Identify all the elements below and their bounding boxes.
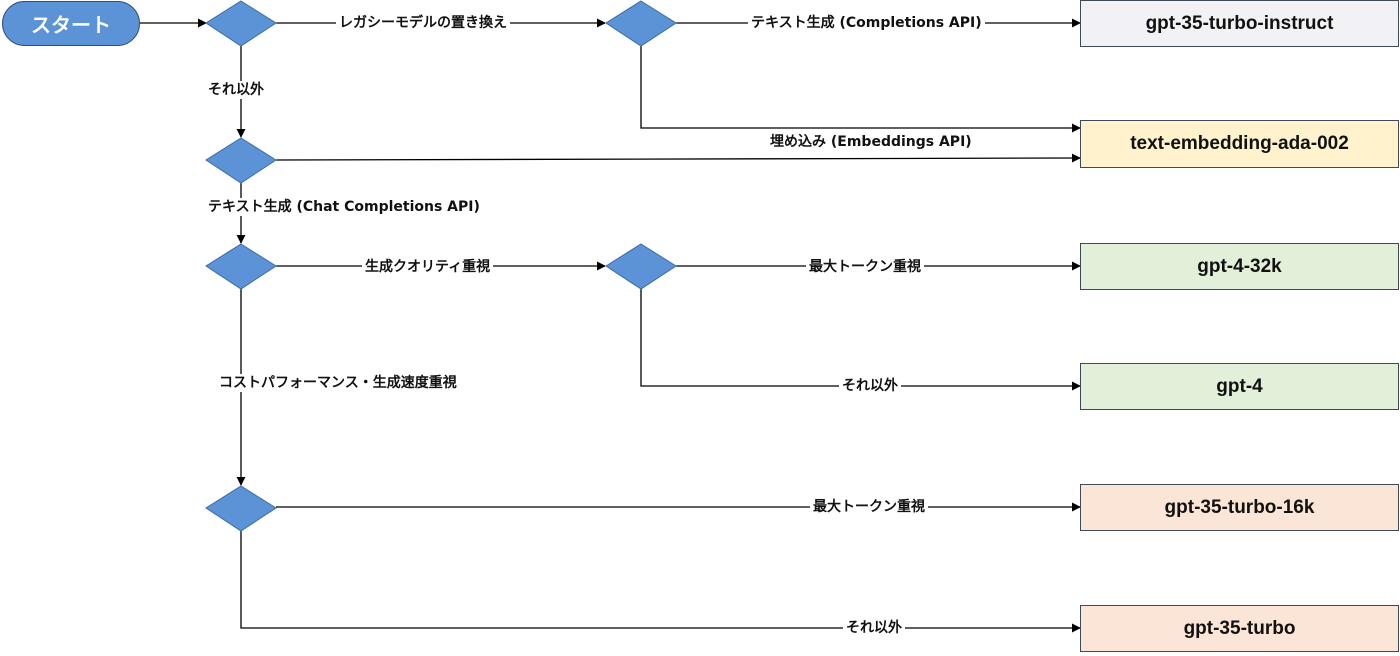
decision-diamond-6 <box>205 485 277 532</box>
edge-d5-to-gpt4 <box>640 289 1081 391</box>
edge-d2-to-embedding <box>640 46 1081 133</box>
start-label: スタート <box>31 13 111 37</box>
label-other-3: それ以外 <box>843 619 905 637</box>
label-text-gen-completions: テキスト生成 (Completions API) <box>748 14 985 32</box>
decision-diamond-1 <box>205 0 277 47</box>
label-max-tokens-1: 最大トークン重視 <box>806 258 924 276</box>
decisions <box>205 0 677 532</box>
decision-diamond-5 <box>605 243 677 290</box>
result-gpt-4-32k: gpt-4-32k <box>1080 243 1399 290</box>
result-gpt-35-turbo-instruct: gpt-35-turbo-instruct <box>1080 0 1399 47</box>
decision-diamond-4 <box>205 243 277 290</box>
label-other-2: それ以外 <box>839 377 901 395</box>
label-cost-speed: コストパフォーマンス・生成速度重視 <box>216 374 460 392</box>
label-embeddings: 埋め込み (Embeddings API) <box>767 133 975 151</box>
edge-d6-to-turbo <box>240 530 1081 633</box>
edge-d3-to-embedding <box>275 153 1081 163</box>
label-text-gen-chat: テキスト生成 (Chat Completions API) <box>205 198 483 216</box>
decision-diamond-3 <box>205 137 277 184</box>
result-gpt-4: gpt-4 <box>1080 363 1399 410</box>
result-text-embedding-ada-002: text-embedding-ada-002 <box>1080 120 1399 168</box>
result-gpt-35-turbo: gpt-35-turbo <box>1080 605 1399 652</box>
decision-diamond-2 <box>605 0 677 47</box>
label-other-1: それ以外 <box>205 81 267 99</box>
label-legacy: レガシーモデルの置き換え <box>336 14 510 32</box>
connectors <box>140 18 1081 633</box>
start-terminal: スタート <box>2 1 140 46</box>
result-gpt-35-turbo-16k: gpt-35-turbo-16k <box>1080 484 1399 531</box>
label-max-tokens-2: 最大トークン重視 <box>810 498 928 516</box>
label-quality: 生成クオリティ重視 <box>362 258 494 276</box>
